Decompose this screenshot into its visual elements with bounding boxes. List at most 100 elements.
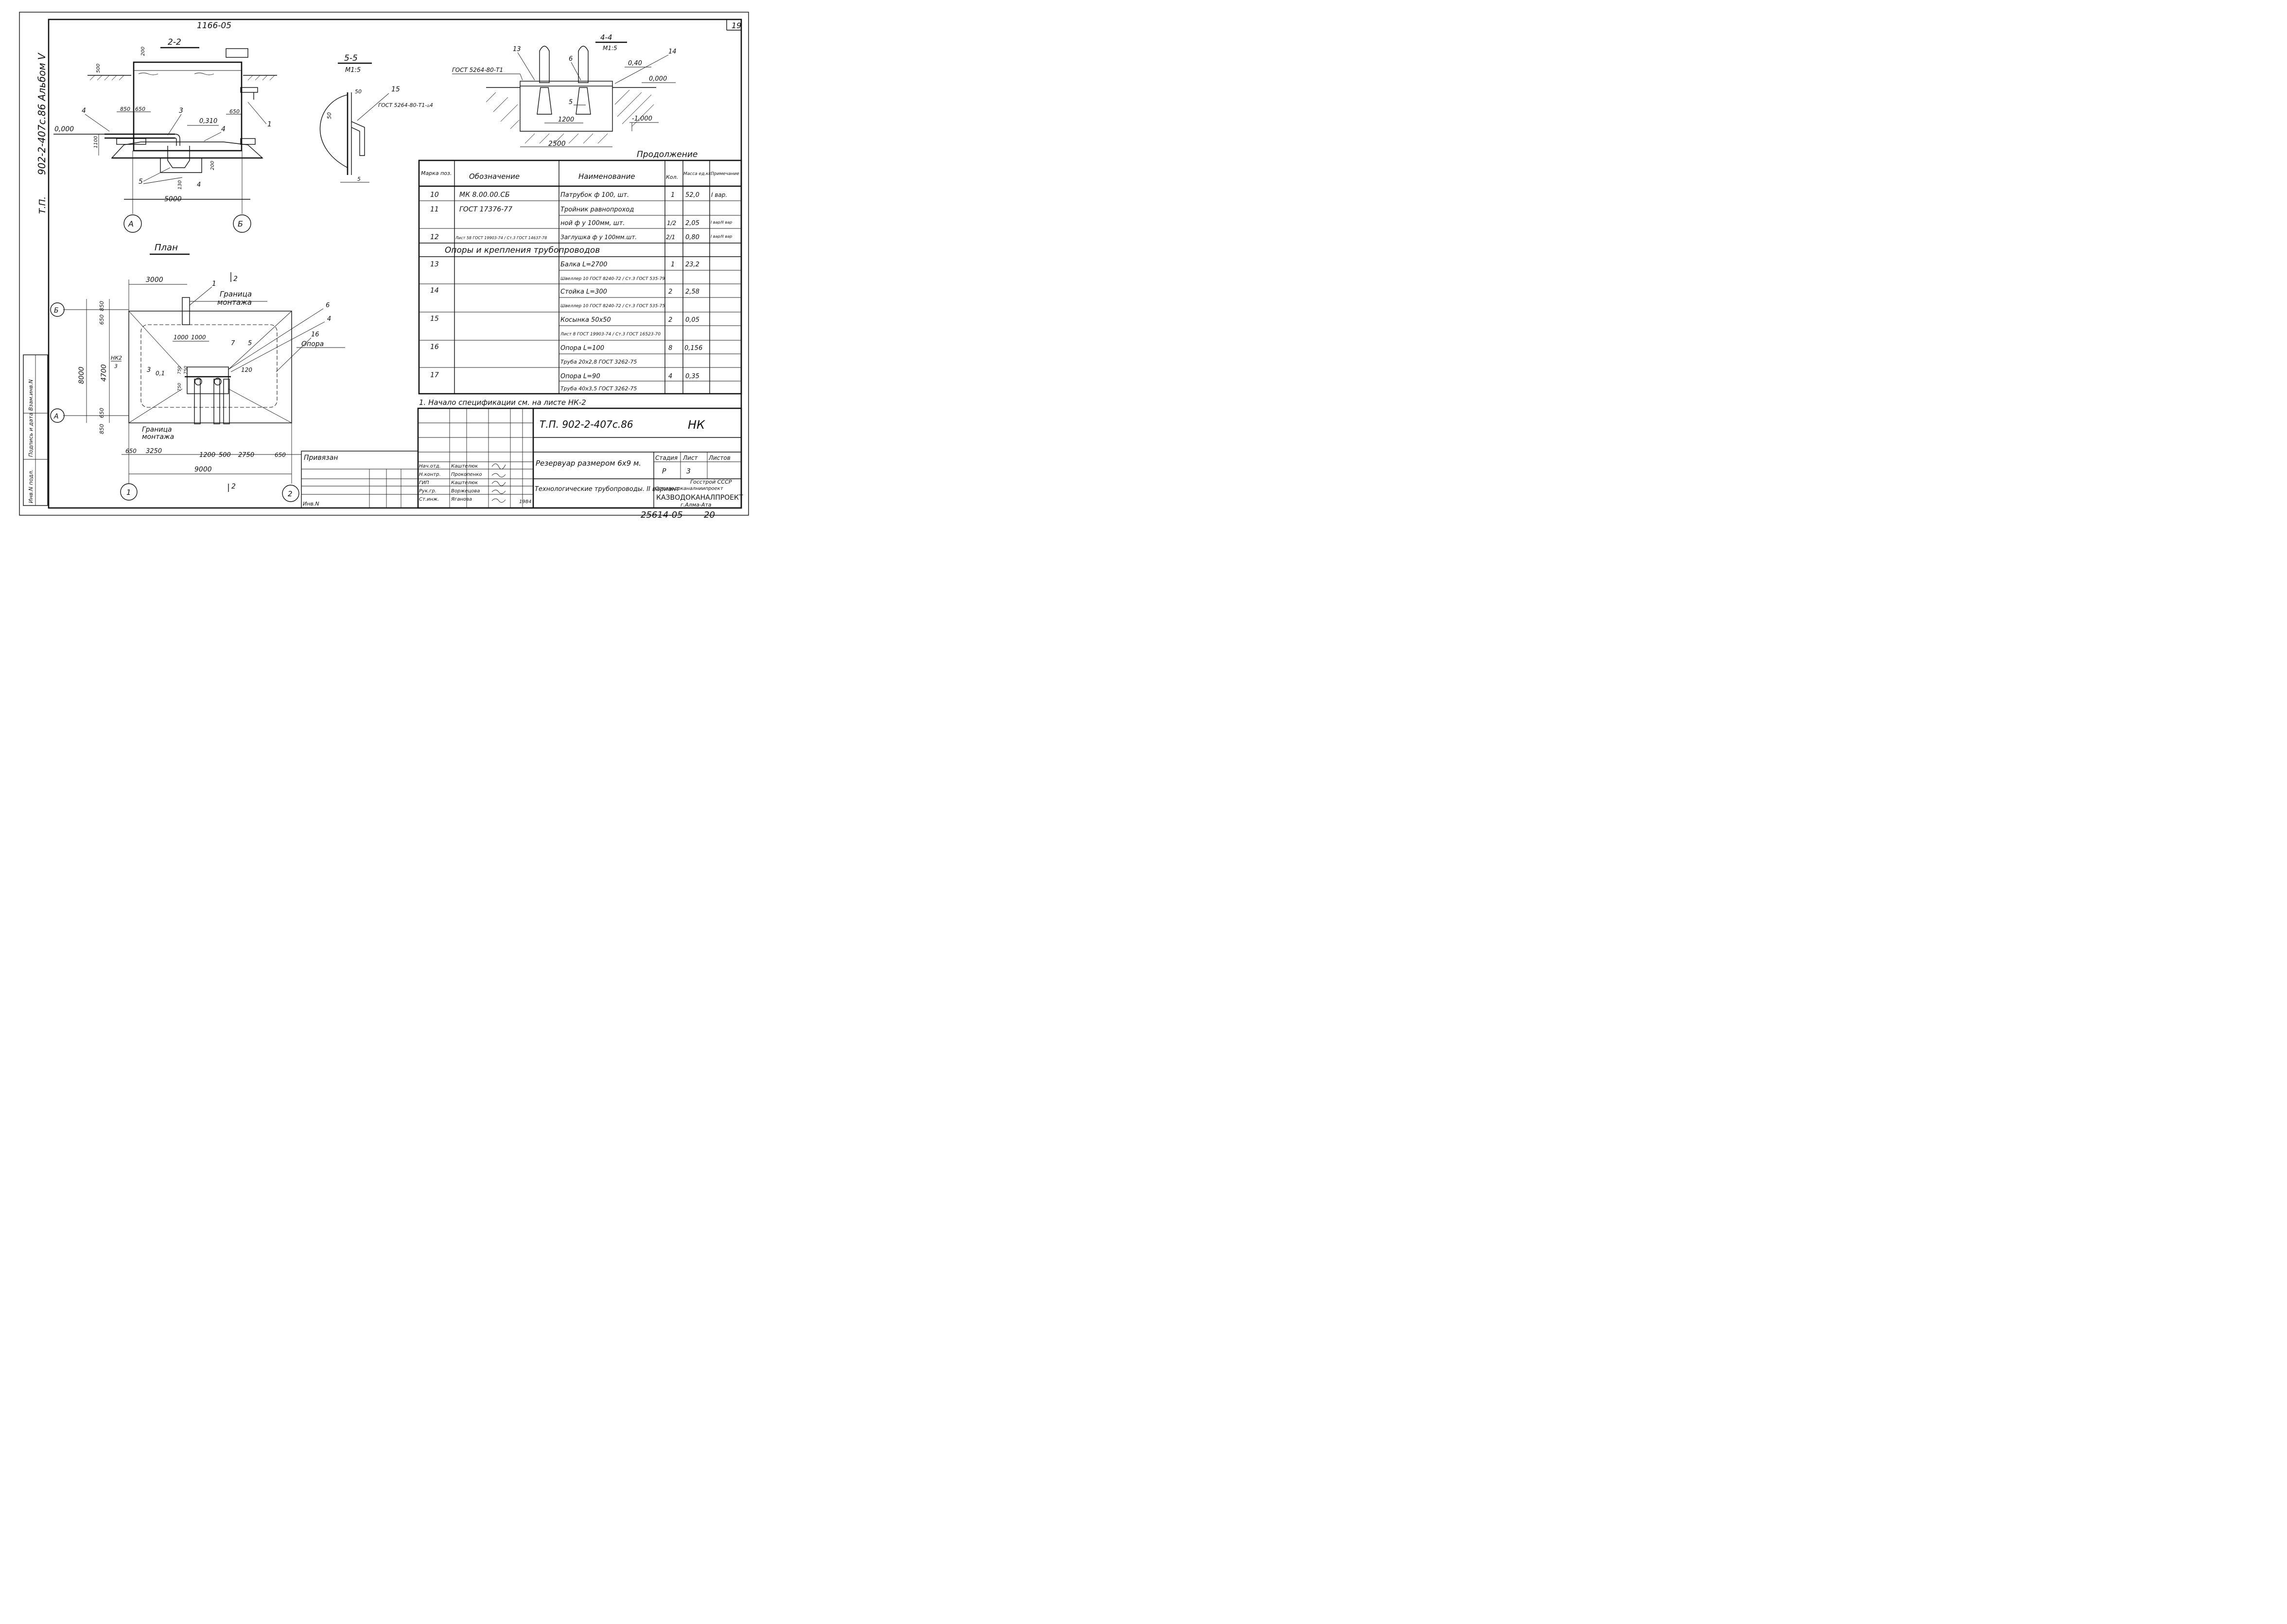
dim-1100: 1100 [93,136,99,148]
object-title: Резервуар размером 6х9 м. [536,459,641,468]
level-minus1000: -1,000 [632,115,652,122]
dim-8000: 8000 [78,367,86,384]
dim-500: 500 [219,452,231,459]
hk-sheet: 3 [114,363,118,369]
plan-axis-1: 1 [126,488,131,497]
axis-a-2-2: А [128,219,134,228]
row12-mass: 0,80 [685,234,699,241]
axis-b-2-2: Б [238,219,243,228]
section-5-5-scale: М1:5 [345,67,361,74]
row12-name: Заглушка ф у 100мм.шт. [560,234,637,241]
signature-marks [491,463,506,503]
th-name: Наименование [578,172,635,181]
dim-650-b-right: 650 [275,452,286,458]
row11b-mass: 2,05 [685,220,699,227]
section-4-4: 4-4 М1:5 ГОСТ 5264-80-Т1 1200 2500 0,40 … [452,33,677,148]
title-block: Привязан Инв.N Т.П. 902-2-407с.86 НК Рез… [301,407,743,509]
side-code: Т.П. [37,196,48,214]
row10-name: Патрубок ф 100, шт. [560,192,629,199]
dim-1000-a: 1000 [174,334,189,341]
row17-pos: 17 [430,371,439,379]
th-designation: Обозначение [469,172,520,181]
th-qty: Кол. [666,174,678,180]
dim-3000: 3000 [146,276,163,284]
callout-5: 5 [139,178,143,186]
row14-qty: 2 [668,288,672,296]
row13-qty: 1 [671,261,675,268]
section-5-5: 5-5 М1:5 50 50 5 15 ГОСТ 5264-80-Т1-▵4 [320,53,433,183]
th-note: Примечание [711,172,739,176]
dim-650-b-left: 650 [125,448,137,454]
level-zero-2-2: 0,000 [54,125,74,133]
plan-callout-4: 4 [327,315,331,323]
boundary-top-1: Граница [220,290,252,298]
staff-name-5: Яганова [451,497,472,502]
dim-50-side: 50 [326,112,332,119]
doc-mark: НК [688,418,705,432]
plan-axis-a: А [53,413,59,420]
section-2-2: 2-2 А Б [53,37,277,233]
staff-name-2: Прокопенко [451,472,482,477]
section-2-2-title: 2-2 [168,37,181,47]
row11b-note: I вар/II вар [711,220,732,225]
row17-mass: 0,35 [685,373,699,380]
dim-2750: 2750 [238,452,254,459]
dim-850-top: 850 [99,301,105,311]
row17-qty: 4 [668,373,672,380]
outer-frame [19,12,749,516]
dim-500: 500 [96,64,101,73]
sheet-title: Технологические трубопроводы. II вариант [535,486,680,493]
sheet-code: 1166-05 [197,21,231,31]
boundary-top-2: монтажа [217,298,252,307]
level-pipe-2-2: 0,310 [199,118,217,125]
bottom-code: 25614-05 [641,510,683,520]
row15b-name: Лист 8 ГОСТ 19903-74 / Ст.3 ГОСТ 16523-7… [560,332,661,337]
section-4-4-scale: М1:5 [603,45,617,52]
spec-footnote: 1. Начало спецификации см. на листе НК-2 [419,398,586,407]
row11b-name: ной ф у 100мм, шт. [560,220,625,227]
row11-des: ГОСТ 17376-77 [459,206,512,213]
dim-650-bottom: 650 [99,408,105,418]
th-mass: Масса ед.кг. [683,172,712,176]
callout-3: 3 [179,107,183,115]
plan-inner-3: 3 [147,367,151,374]
dim-1200-4-4: 1200 [558,116,574,123]
staff-name-4: Воржецова [451,489,480,494]
row11b-qty: 1/2 [667,220,676,227]
th-pos: Марка поз. [421,170,452,176]
plan-callout-6: 6 [326,302,330,309]
row10-note: I вар. [711,192,727,198]
callout-4b: 4 [221,125,226,133]
callout-15: 15 [391,86,400,93]
row11-name: Тройник равнопроход [560,206,634,213]
callout-4a: 4 [82,107,86,115]
boundary-bottom-1: Граница [142,426,172,434]
org-city: г.Алма-Ата [681,502,712,508]
sheets-header: Листов [708,454,731,461]
inv-label: Инв.N [303,501,319,507]
staff-role-2: Н.контр. [419,472,441,477]
dim-2500-4-4: 2500 [548,140,566,148]
row12-des: Лист 58 ГОСТ 19903-74 / Ст.3 ГОСТ 14637-… [455,236,547,240]
row16-pos: 16 [430,343,439,351]
dim-1200: 1200 [199,452,215,459]
side-stamp: Взам.инв.N Подпись и дата Инв.N подл. [23,354,48,506]
row10-pos: 10 [430,191,439,199]
plan-inner-750-b: 750 [184,366,189,374]
page-number: 19 [732,21,741,30]
dim-1000-b: 1000 [191,334,206,341]
dim-850: 850 [120,106,130,112]
staff-name-1: Каштелюк [451,464,478,469]
spec-caption: Продолжение [637,150,698,159]
row12-qty: 2/1 [666,234,675,241]
plan-inner-01: 0,1 [156,370,165,377]
tied-label: Привязан [304,454,338,462]
level-0000-4-4: 0,000 [649,75,667,83]
callout-4c: 4 [197,181,201,189]
row15-pos: 15 [430,315,439,323]
sheet-header: Лист [682,454,698,461]
dim-5: 5 [357,176,361,182]
row16-qty: 8 [668,345,672,352]
section-5-5-title: 5-5 [344,53,358,63]
year-value: 1984 [519,499,531,505]
